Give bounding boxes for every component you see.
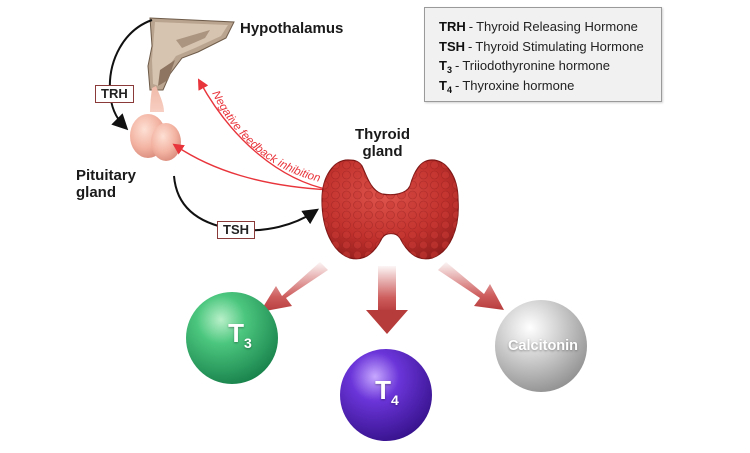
pituitary-label-line1: Pituitary: [76, 167, 137, 184]
legend-abbr-text: TRH: [439, 19, 466, 34]
t3-sub: 3: [244, 335, 252, 351]
legend-abbr-sub: 3: [446, 65, 452, 75]
t3-sphere-label: T3: [205, 318, 275, 351]
legend-abbr-text: T: [439, 58, 447, 73]
thyroid-illustration: [321, 159, 459, 260]
output-arrow-t3: [260, 262, 328, 312]
legend-separator: -: [454, 77, 460, 93]
legend-separator: -: [468, 38, 473, 54]
legend-abbr-text: TSH: [439, 38, 465, 54]
t4-sub: 4: [391, 392, 399, 408]
legend-abbr: T4: [439, 77, 452, 95]
calcitonin-sphere-label: Calcitonin: [507, 338, 579, 354]
t3-main: T: [228, 318, 245, 348]
thyroid-label: Thyroid gland: [355, 126, 410, 160]
t3-sphere: [186, 292, 278, 384]
legend-desc: Thyroid Stimulating Hormone: [475, 38, 644, 54]
legend-desc: Triiodothyronine hormone: [462, 58, 610, 73]
pituitary-label: Pituitary gland: [76, 167, 136, 201]
hypothalamus-illustration: [147, 17, 235, 91]
legend-abbr-sub: 4: [446, 84, 452, 95]
legend-desc: Thyroid Releasing Hormone: [476, 19, 638, 34]
legend-row-t3: T3-Triiodothyronine hormone: [439, 56, 661, 76]
legend-box: TRH-Thyroid Releasing Hormone TSH-Thyroi…: [424, 7, 662, 102]
legend-row-t4: T4-Thyroxine hormone: [439, 76, 661, 96]
pituitary-label-line2: gland: [76, 184, 116, 201]
legend-abbr: TRH: [439, 19, 466, 34]
legend-separator: -: [454, 58, 460, 73]
thyroid-label-line1: Thyroid: [355, 126, 410, 143]
thyroid-label-line2: gland: [362, 143, 403, 160]
output-arrow-t4: [366, 266, 408, 334]
hypothalamus-label: Hypothalamus: [240, 20, 344, 37]
output-arrow-calcitonin: [438, 262, 504, 310]
t4-sphere-label: T4: [352, 375, 422, 408]
legend-separator: -: [468, 19, 474, 34]
legend-abbr: TSH: [439, 39, 465, 54]
t4-sphere: [340, 349, 432, 441]
legend-desc: Thyroxine hormone: [462, 77, 575, 93]
trh-box-label: TRH: [95, 85, 134, 103]
legend-abbr: T3: [439, 58, 452, 75]
legend-abbr-text: T: [439, 77, 447, 93]
t4-main: T: [375, 375, 392, 405]
feedback-arrow-pituitary: [172, 143, 331, 191]
pituitary-illustration: [130, 86, 181, 161]
feedback-arrow-hypothalamus: [197, 78, 331, 191]
legend-row-trh: TRH-Thyroid Releasing Hormone: [439, 17, 661, 37]
trh-arrow: [108, 19, 153, 131]
calcitonin-sphere: [495, 300, 587, 392]
legend-row-tsh: TSH-Thyroid Stimulating Hormone: [439, 37, 661, 57]
tsh-box-label: TSH: [217, 221, 255, 239]
